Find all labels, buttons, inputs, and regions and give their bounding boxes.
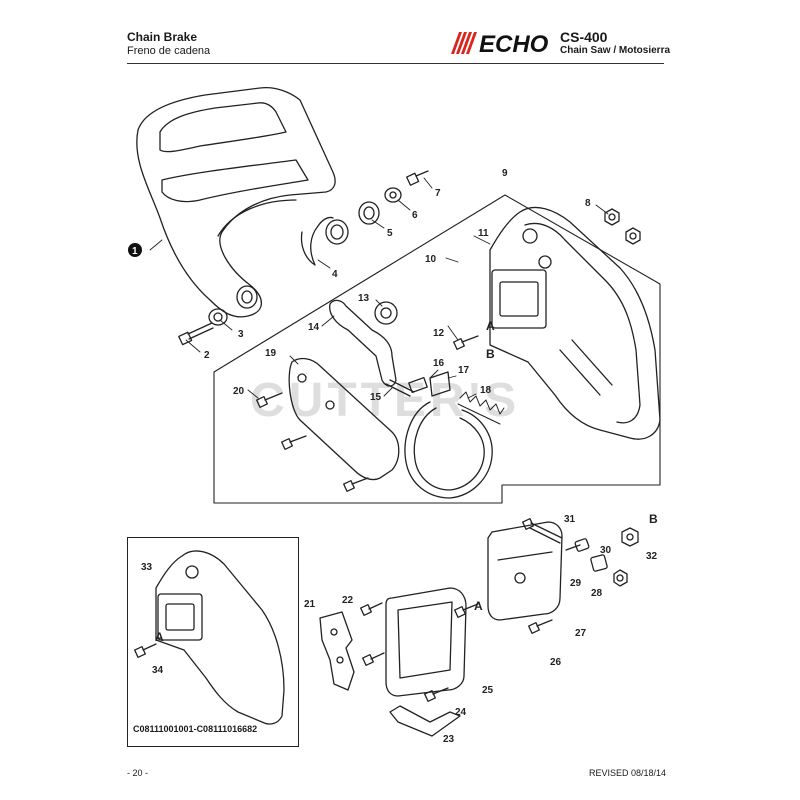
callout-15: 15 <box>370 392 382 403</box>
screw-22a <box>360 602 383 616</box>
callout-6: 6 <box>412 210 418 221</box>
spacer-3 <box>208 308 228 326</box>
callout-31: 31 <box>564 514 576 525</box>
callout-19: 19 <box>265 348 277 359</box>
callout-33: 33 <box>141 562 153 573</box>
page-subtitle: Freno de cadena <box>127 45 211 57</box>
ref-a-inset: A <box>155 630 164 644</box>
callout-12: 12 <box>433 328 445 339</box>
serial-range: C08111001001-C08111016682 <box>133 724 258 734</box>
callout-3: 3 <box>238 329 244 340</box>
header-divider <box>127 63 664 64</box>
cover-hole <box>297 373 307 383</box>
callout-7: 7 <box>435 188 441 199</box>
nut-32 <box>621 527 639 547</box>
brake-housing-11 <box>489 206 661 440</box>
callout-28: 28 <box>591 588 603 599</box>
assembly-bracket-9 <box>213 194 661 504</box>
screw-2 <box>178 322 214 346</box>
pin-30 <box>565 538 590 552</box>
bolt-31 <box>522 518 563 544</box>
revision-date: REVISED 08/18/14 <box>588 768 666 778</box>
cover-plate-19 <box>288 357 400 481</box>
callout-marker <box>128 243 142 257</box>
callout-14: 14 <box>308 322 320 333</box>
screw-27 <box>528 619 553 634</box>
callout-2: 2 <box>204 350 210 361</box>
brake-plate-assy <box>487 521 563 621</box>
pin-15 <box>385 379 415 397</box>
brake-band <box>404 401 493 499</box>
callout-16: 16 <box>433 358 445 369</box>
cover-hole <box>325 400 335 410</box>
callout-21: 21 <box>304 599 316 610</box>
callout-9: 9 <box>502 168 508 179</box>
spring-18 <box>457 391 505 425</box>
brand-name: ECHO <box>479 31 549 56</box>
echo-logo: ECHO <box>451 31 549 56</box>
page-title: Chain Brake <box>127 30 198 44</box>
callout-27: 27 <box>575 628 587 639</box>
screw-34 <box>134 643 157 658</box>
screw-20 <box>256 392 283 408</box>
bracket-23 <box>389 705 461 737</box>
callout-18: 18 <box>480 385 492 396</box>
pin-16 <box>408 376 428 394</box>
front-handle <box>136 86 349 318</box>
model-number: CS-400 <box>560 29 608 45</box>
screw-20b <box>281 435 307 450</box>
callout-20: 20 <box>233 386 245 397</box>
collar-13 <box>374 301 398 325</box>
callout-22: 22 <box>342 595 354 606</box>
page-number: - 20 - <box>127 768 149 778</box>
ref-a-lower: A <box>474 599 483 613</box>
callout-8: 8 <box>585 198 591 209</box>
screw-12 <box>453 335 479 350</box>
callout-25: 25 <box>482 685 494 696</box>
callout-10: 10 <box>425 254 437 265</box>
brake-lever-21 <box>319 611 355 691</box>
callout-26: 26 <box>550 657 562 668</box>
callout-23: 23 <box>443 734 455 745</box>
callout-11: 11 <box>478 228 489 239</box>
model-description: Chain Saw / Motosierra <box>560 45 671 56</box>
collar-5 <box>358 201 380 225</box>
screw-22b <box>362 652 385 666</box>
callout-24: 24 <box>455 707 467 718</box>
callout-29: 29 <box>570 578 582 589</box>
retainer-17 <box>429 371 451 397</box>
ref-b-lower: B <box>649 512 658 526</box>
screw-26 <box>454 603 479 618</box>
callout-32: 32 <box>646 551 658 562</box>
callout-5: 5 <box>387 228 393 239</box>
nut-8a <box>604 208 620 226</box>
ref-a-upper: A <box>486 319 495 333</box>
inset-housing-33 <box>155 550 285 725</box>
screw-7 <box>406 170 429 186</box>
callout-1: 1 <box>132 246 138 257</box>
spring-clip-4 <box>300 216 334 266</box>
callout-17: 17 <box>458 365 470 376</box>
callout-4: 4 <box>332 269 338 280</box>
inset-frame <box>127 537 299 747</box>
side-plate-25 <box>385 587 467 697</box>
callout-30: 30 <box>600 545 612 556</box>
ref-b-upper: B <box>486 347 495 361</box>
nut-28 <box>613 569 628 587</box>
screw-20c <box>343 477 369 492</box>
nut-8b <box>625 227 641 245</box>
leader-lines <box>149 177 609 399</box>
brake-band-inner <box>413 407 485 491</box>
washer-6 <box>384 187 402 203</box>
brake-lever-14 <box>329 299 397 387</box>
adjuster-29 <box>590 554 608 572</box>
callout-13: 13 <box>358 293 370 304</box>
callout-34: 34 <box>152 665 164 676</box>
